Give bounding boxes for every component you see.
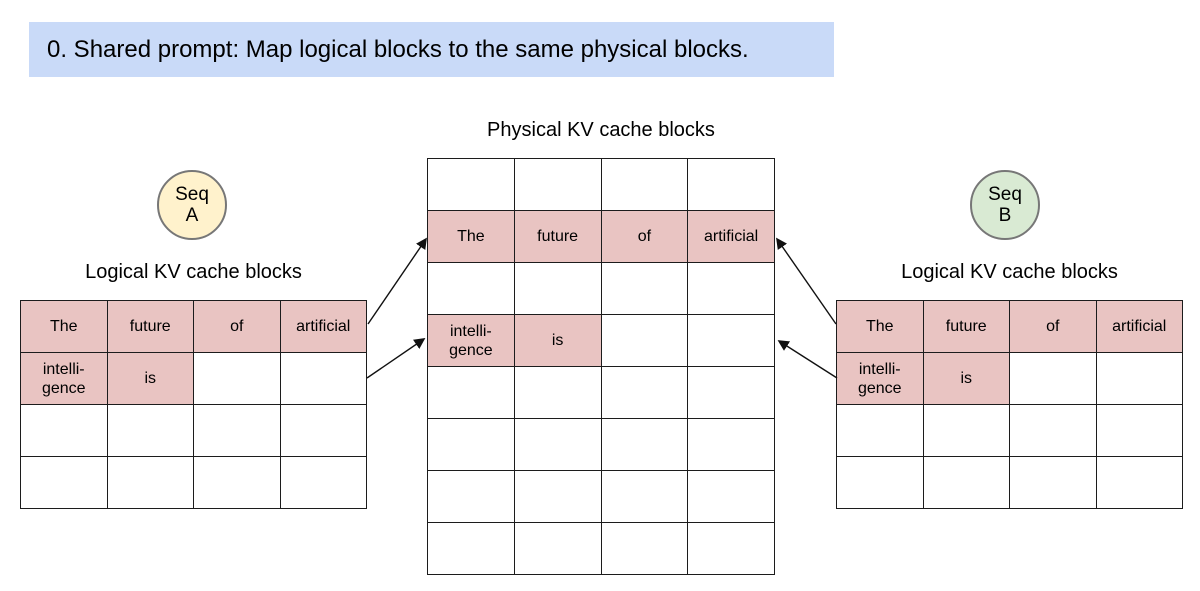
kv-cell-empty xyxy=(922,456,1010,509)
kv-cell-empty xyxy=(600,262,689,315)
kv-cell-empty xyxy=(600,418,689,471)
kv-cell-empty xyxy=(427,418,515,471)
kv-cell-empty xyxy=(600,314,689,367)
kv-cell-filled: of xyxy=(600,210,689,263)
kv-cell-filled: is xyxy=(513,314,602,367)
kv-cell-empty xyxy=(836,404,924,457)
kv-cell-empty xyxy=(1095,352,1183,405)
kv-cell-empty xyxy=(922,404,1010,457)
arrow-seq-a-block0-to-physical-row1 xyxy=(367,237,427,325)
kv-cell-filled: is xyxy=(922,352,1010,405)
kv-cell-empty xyxy=(193,456,281,509)
kv-cell-filled: artificial xyxy=(1095,300,1183,353)
kv-cell-empty xyxy=(193,404,281,457)
kv-cell-filled: intelli- gence xyxy=(427,314,515,367)
kv-row xyxy=(427,158,775,211)
kv-cell-empty xyxy=(687,262,775,315)
kv-cell-empty xyxy=(836,456,924,509)
arrow-seq-b-block0-to-physical-row1 xyxy=(776,237,837,325)
seq-b-label-line2: B xyxy=(998,205,1012,226)
kv-cell-empty xyxy=(513,418,602,471)
kv-cell-empty xyxy=(1095,456,1183,509)
kv-cell-empty xyxy=(600,470,689,523)
kv-cell-empty xyxy=(687,366,775,419)
kv-cell-empty xyxy=(687,418,775,471)
kv-cell-empty xyxy=(687,314,775,367)
kv-cell-empty xyxy=(513,522,602,575)
kv-cell-filled: The xyxy=(427,210,515,263)
kv-row xyxy=(427,262,775,315)
kv-row xyxy=(427,522,775,575)
kv-cell-empty xyxy=(600,158,689,211)
kv-cell-empty xyxy=(513,470,602,523)
kv-cell-filled: intelli- gence xyxy=(20,352,108,405)
title-banner: 0. Shared prompt: Map logical blocks to … xyxy=(29,22,834,77)
kv-cell-empty xyxy=(20,404,108,457)
kv-cell-empty xyxy=(427,262,515,315)
kv-row xyxy=(427,418,775,471)
kv-cell-filled: future xyxy=(106,300,194,353)
seq-a-badge: Seq A xyxy=(157,170,227,240)
kv-cell-filled: future xyxy=(922,300,1010,353)
kv-cell-filled: intelli- gence xyxy=(836,352,924,405)
kv-cell-empty xyxy=(513,158,602,211)
kv-cell-empty xyxy=(1095,404,1183,457)
kv-cell-empty xyxy=(106,456,194,509)
physical-table-title: Physical KV cache blocks xyxy=(487,119,715,141)
kv-cell-filled: of xyxy=(1009,300,1097,353)
kv-cell-filled: The xyxy=(20,300,108,353)
seq-a-label-line2: A xyxy=(185,205,199,226)
kv-cell-filled: future xyxy=(513,210,602,263)
kv-cell-filled: artificial xyxy=(279,300,367,353)
kv-cell-empty xyxy=(106,404,194,457)
kv-cell-empty xyxy=(20,456,108,509)
seq-a-label-line1: Seq xyxy=(175,184,209,205)
kv-cell-filled: artificial xyxy=(687,210,775,263)
kv-cell-empty xyxy=(427,366,515,419)
logical-table-a-title: Logical KV cache blocks xyxy=(85,261,302,283)
kv-cell-empty xyxy=(279,352,367,405)
kv-row xyxy=(836,456,1183,509)
kv-cell-empty xyxy=(279,456,367,509)
kv-cell-empty xyxy=(279,404,367,457)
arrow-seq-b-block1-to-physical-row3 xyxy=(777,340,838,379)
arrow-seq-a-block1-to-physical-row3 xyxy=(366,338,426,379)
kv-cell-filled: is xyxy=(106,352,194,405)
kv-row xyxy=(20,404,367,457)
kv-cell-empty xyxy=(513,366,602,419)
kv-row xyxy=(427,366,775,419)
kv-cell-empty xyxy=(513,262,602,315)
kv-cell-empty xyxy=(687,158,775,211)
kv-cell-empty xyxy=(687,522,775,575)
kv-cell-empty xyxy=(687,470,775,523)
kv-cell-empty xyxy=(1009,404,1097,457)
kv-cell-empty xyxy=(600,366,689,419)
kv-row xyxy=(20,456,367,509)
logical-table-b-title: Logical KV cache blocks xyxy=(901,261,1118,283)
kv-cell-filled: The xyxy=(836,300,924,353)
kv-cell-filled: of xyxy=(193,300,281,353)
kv-row xyxy=(836,404,1183,457)
kv-cell-empty xyxy=(193,352,281,405)
kv-cell-empty xyxy=(427,158,515,211)
kv-cell-empty xyxy=(1009,456,1097,509)
kv-cell-empty xyxy=(1009,352,1097,405)
kv-cell-empty xyxy=(427,522,515,575)
seq-b-label-line1: Seq xyxy=(988,184,1022,205)
kv-cell-empty xyxy=(600,522,689,575)
kv-cell-empty xyxy=(427,470,515,523)
kv-row xyxy=(427,470,775,523)
title-text: 0. Shared prompt: Map logical blocks to … xyxy=(47,35,749,63)
seq-b-badge: Seq B xyxy=(970,170,1040,240)
